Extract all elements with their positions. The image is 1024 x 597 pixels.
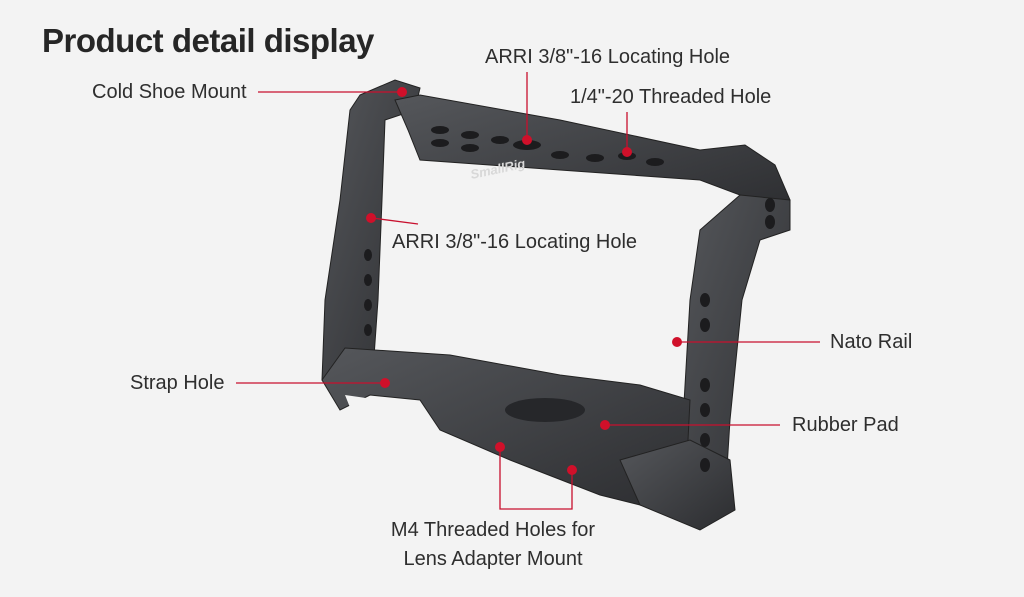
label-arri-top: ARRI 3/8"-16 Locating Hole bbox=[485, 46, 731, 68]
label-nato-rail: Nato Rail bbox=[830, 331, 913, 353]
cage-holes bbox=[345, 126, 775, 472]
label-cold-shoe-mount: Cold Shoe Mount bbox=[92, 81, 247, 103]
label-rubber-pad: Rubber Pad bbox=[792, 414, 899, 436]
label-arri-mid: ARRI 3/8"-16 Locating Hole bbox=[392, 231, 638, 253]
label-m4-line2: Lens Adapter Mount bbox=[403, 548, 583, 570]
leader-lines bbox=[236, 72, 820, 510]
label-strap-hole: Strap Hole bbox=[130, 372, 225, 394]
marker-dots bbox=[366, 87, 682, 475]
label-m4-line1: M4 Threaded Holes for bbox=[390, 519, 596, 541]
label-quarter-threaded-hole: 1/4"-20 Threaded Hole bbox=[570, 86, 772, 108]
label-m4-threaded-holes: M4 Threaded Holes for Lens Adapter Mount bbox=[373, 516, 613, 574]
cage-body bbox=[321, 79, 791, 531]
page-title: Product detail display bbox=[42, 22, 374, 59]
